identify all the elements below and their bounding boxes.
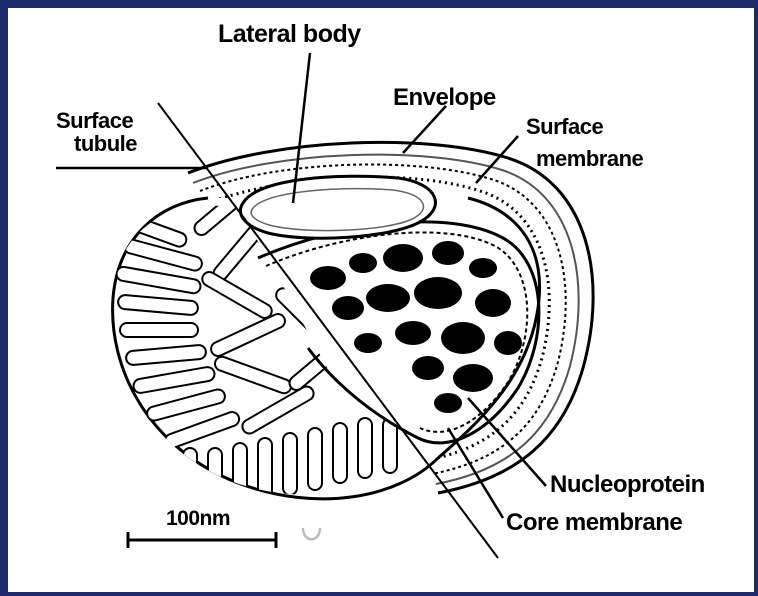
label-surface-membrane-line1: Surface bbox=[526, 116, 603, 138]
label-nucleoprotein: Nucleoprotein bbox=[550, 473, 705, 497]
decorative-mark bbox=[303, 528, 320, 539]
label-surface-membrane-line2: membrane bbox=[536, 148, 643, 170]
label-core-membrane: Core membrane bbox=[506, 511, 682, 535]
leader-core-membrane bbox=[448, 428, 503, 518]
label-surface-tubule-line1: Surface bbox=[56, 110, 133, 132]
label-lateral-body: Lateral body bbox=[218, 22, 361, 47]
diagram-panel: Lateral body Envelope Surface tubule Sur… bbox=[8, 8, 754, 592]
leader-nucleoprotein bbox=[468, 398, 546, 486]
scale-bar bbox=[128, 532, 276, 548]
label-surface-tubule-line2: tubule bbox=[74, 133, 137, 155]
label-scale-bar: 100nm bbox=[166, 508, 230, 529]
label-envelope: Envelope bbox=[393, 86, 496, 110]
virion-diagram bbox=[8, 8, 754, 592]
lateral-body-shape bbox=[240, 176, 435, 238]
